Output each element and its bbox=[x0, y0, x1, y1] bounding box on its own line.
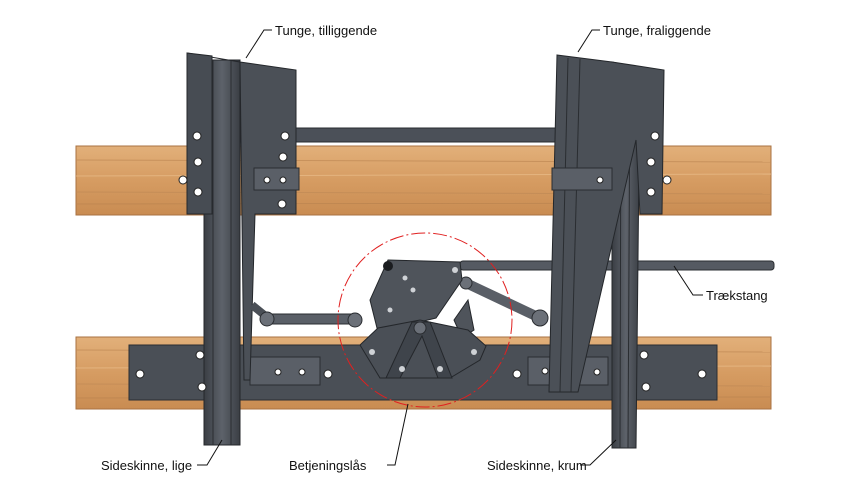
label-sideskinne-lige: Sideskinne, lige bbox=[101, 458, 193, 473]
label-traekstang: Trækstang bbox=[706, 288, 768, 303]
connecting-rods bbox=[249, 276, 549, 328]
leader-traekstang bbox=[673, 265, 703, 296]
top-crossbar bbox=[295, 127, 559, 143]
label-tunge-tilliggende: Tunge, tilliggende bbox=[275, 23, 378, 38]
leader-sideskinne-lige bbox=[197, 439, 223, 466]
label-betjeningslaas: Betjeningslås bbox=[289, 458, 367, 473]
operating-lock bbox=[359, 259, 487, 379]
leader-sideskinne-krum bbox=[580, 439, 617, 466]
leader-tunge-fraliggende bbox=[577, 29, 600, 53]
leader-tunge-tilliggende bbox=[245, 29, 272, 59]
switch-blade-distant bbox=[548, 54, 665, 393]
label-sideskinne-krum: Sideskinne, krum bbox=[487, 458, 587, 473]
label-tunge-fraliggende: Tunge, fraliggende bbox=[603, 23, 711, 38]
leader-betjeningslaas bbox=[387, 403, 409, 466]
lock-highlight-circle bbox=[337, 232, 513, 408]
bolts bbox=[135, 131, 707, 392]
